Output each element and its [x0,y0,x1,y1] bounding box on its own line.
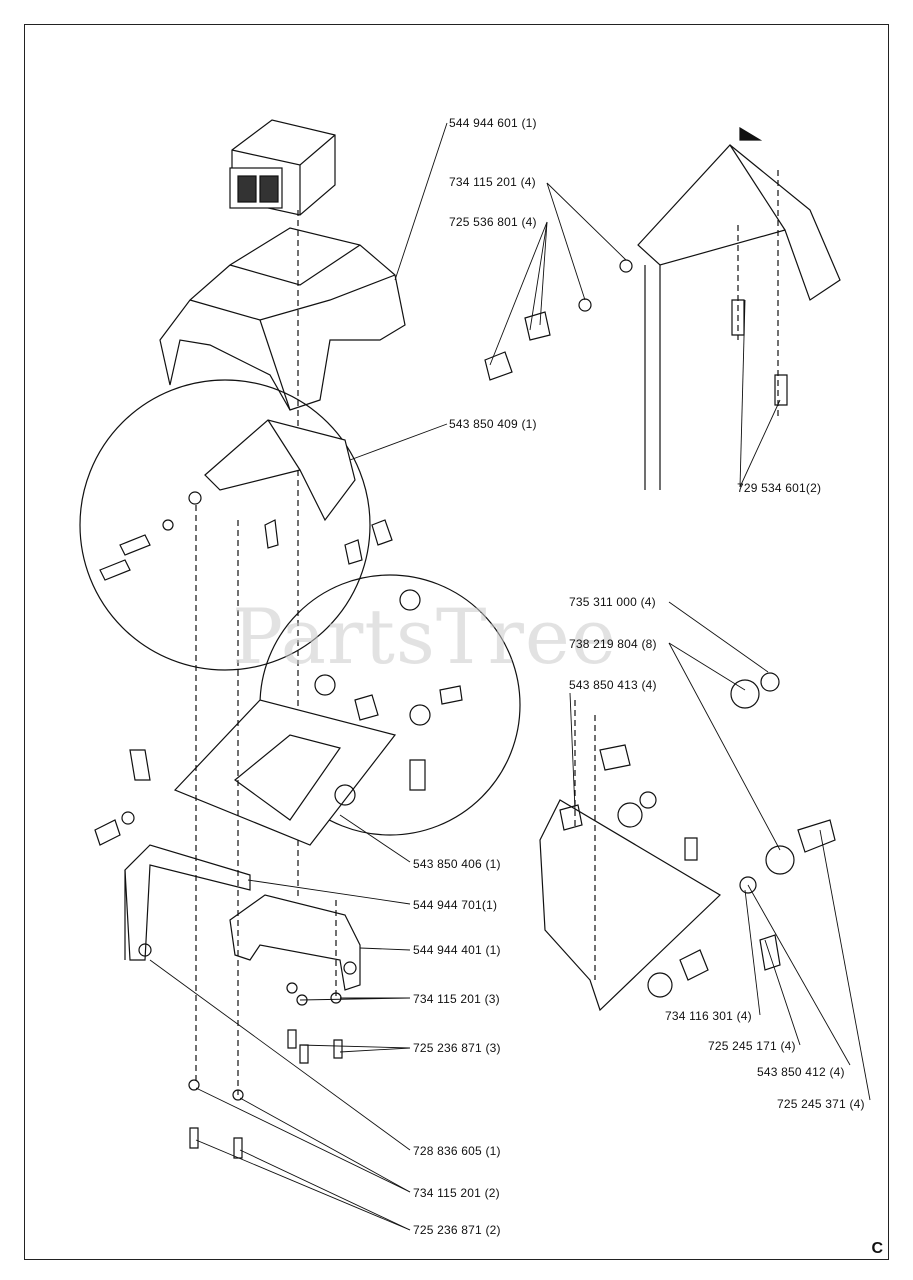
part-label: 725 245 371 (4) [777,1097,865,1111]
detail-circle-upper [79,379,371,671]
part-label: 725 236 871 (2) [413,1223,501,1237]
part-label: 543 850 409 (1) [449,417,537,431]
watermark: PartsTree [232,592,617,681]
leader-lines [149,122,871,1231]
part-label: 725 536 801 (4) [449,215,537,229]
part-label: 725 236 871 (3) [413,1041,501,1055]
mount-bracket [229,894,361,991]
base-plate [94,589,463,846]
part-label: 544 944 401 (1) [413,943,501,957]
part-label: 735 311 000 (4) [569,595,656,609]
part-label: 544 944 701(1) [413,898,498,912]
part-label: 734 115 201 (3) [413,992,500,1006]
handle-inset [484,126,841,490]
switch-box [229,119,336,216]
part-label: 734 116 301 (4) [665,1009,752,1023]
wheel-bracket-inset [539,672,836,1012]
part-label: 738 219 804 (8) [569,637,657,651]
bracket-upper [204,419,356,522]
part-label: 725 245 171 (4) [708,1039,796,1053]
upper-bolts [99,491,393,581]
diagram-letter: C [871,1240,883,1257]
lever-bracket [124,844,251,961]
part-label: 544 944 601 (1) [449,116,537,130]
part-label: 543 850 412 (4) [757,1065,845,1079]
part-label: 734 115 201 (2) [413,1186,500,1200]
diagram-frame [24,24,889,1260]
part-label: 543 850 406 (1) [413,857,501,871]
top-cover [159,227,406,411]
part-label: 734 115 201 (4) [449,175,536,189]
part-label: 729 534 601(2) [737,481,822,495]
part-label: 728 836 605 (1) [413,1144,501,1158]
part-label: 543 850 413 (4) [569,678,657,692]
